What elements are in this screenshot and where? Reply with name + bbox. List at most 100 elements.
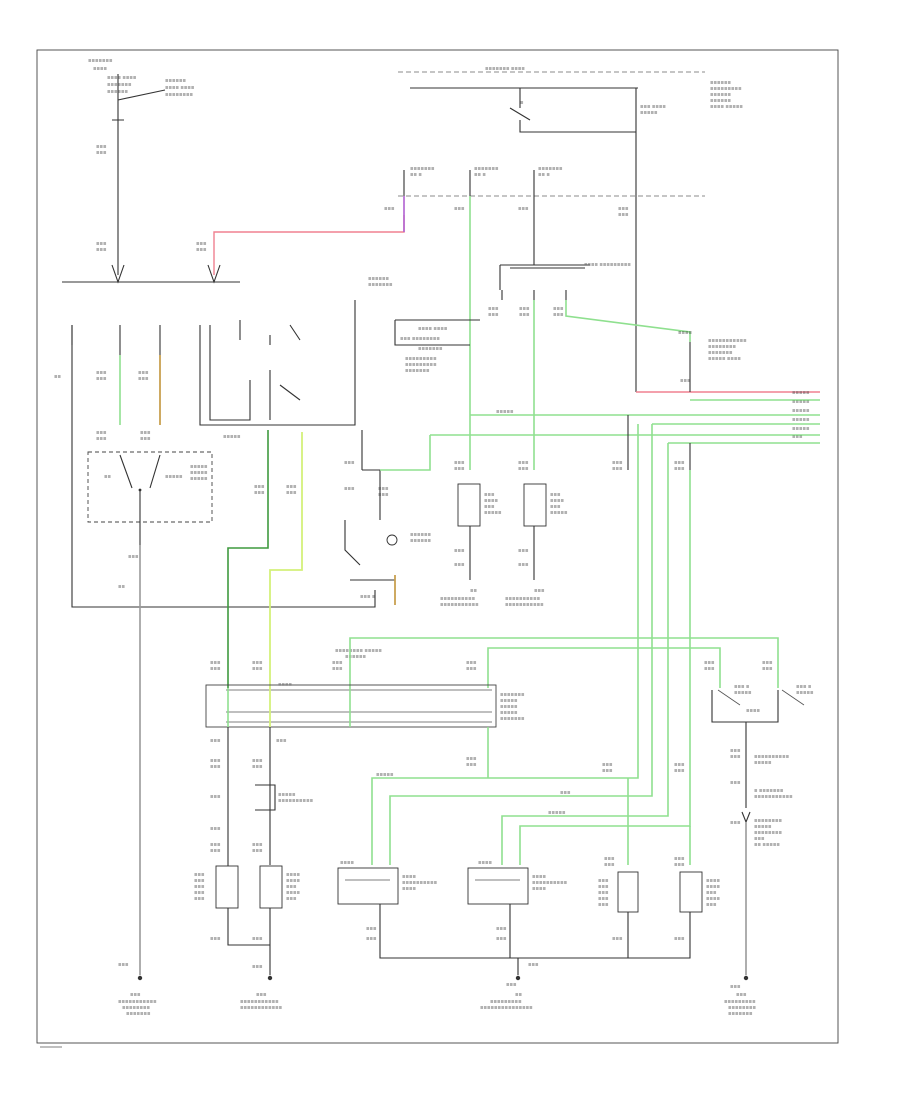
svg-text:≡≡≡≡≡≡≡≡: ≡≡≡≡≡≡≡≡ (728, 1005, 757, 1010)
svg-text:≡≡≡≡≡≡≡: ≡≡≡≡≡≡≡ (126, 1011, 151, 1016)
rear-turn-lamps-left: ≡≡≡ ≡≡≡ ≡≡≡ ≡≡≡ ≡≡≡ ≡≡≡≡ ≡≡≡≡ ≡≡≡ ≡≡≡≡ ≡… (194, 865, 301, 975)
svg-text:≡≡≡≡: ≡≡≡≡ (340, 860, 355, 865)
svg-text:≡≡≡: ≡≡≡ (762, 666, 773, 671)
svg-text:≡≡≡: ≡≡≡ (332, 666, 343, 671)
svg-text:≡≡≡≡≡≡≡≡: ≡≡≡≡≡≡≡≡ (165, 92, 194, 97)
svg-text:≡≡≡≡≡≡≡≡≡≡: ≡≡≡≡≡≡≡≡≡≡ (402, 880, 438, 885)
svg-text:≡≡≡: ≡≡≡ (252, 660, 263, 665)
svg-text:≡≡≡≡: ≡≡≡≡ (93, 66, 108, 71)
svg-text:≡≡≡: ≡≡≡ (196, 241, 207, 246)
svg-text:≡≡≡: ≡≡≡ (210, 738, 221, 743)
svg-text:≡≡≡≡: ≡≡≡≡ (402, 886, 417, 891)
svg-text:≡≡: ≡≡ (54, 374, 62, 379)
svg-text:≡≡≡: ≡≡≡ (674, 862, 685, 867)
svg-text:≡≡≡: ≡≡≡ (706, 890, 717, 895)
svg-text:≡≡≡: ≡≡≡ (618, 212, 629, 217)
svg-text:≡≡≡: ≡≡≡ (612, 466, 623, 471)
svg-text:≡≡≡: ≡≡≡ (674, 762, 685, 767)
svg-text:≡≡≡≡≡≡≡: ≡≡≡≡≡≡≡ (88, 58, 113, 63)
ground-mid-left: ≡≡≡ ≡≡≡≡≡≡≡≡≡≡≡ ≡≡≡≡≡≡≡≡≡≡≡≡ (240, 975, 283, 1010)
svg-text:≡≡ ≡: ≡≡ ≡ (474, 172, 486, 177)
svg-text:≡≡≡: ≡≡≡ (194, 890, 205, 895)
svg-text:≡≡≡≡≡: ≡≡≡≡≡ (550, 510, 568, 515)
svg-text:≡≡≡: ≡≡≡ (496, 926, 507, 931)
svg-text:≡≡≡: ≡≡≡ (518, 466, 529, 471)
svg-text:≡≡≡: ≡≡≡ (210, 666, 221, 671)
svg-text:≡≡≡: ≡≡≡ (96, 436, 107, 441)
svg-text:≡≡≡≡≡≡≡≡≡≡≡: ≡≡≡≡≡≡≡≡≡≡≡ (505, 602, 544, 607)
svg-text:≡≡≡: ≡≡≡ (598, 884, 609, 889)
svg-text:≡≡≡ ≡: ≡≡≡ ≡ (734, 684, 750, 689)
hazard-switch: ≡≡≡ ≡≡≡ ≡≡≡ ≡≡≡ ≡≡≡≡≡≡ ≡≡≡≡≡≡ ≡≡≡ ≡ (344, 430, 432, 605)
svg-text:≡≡≡: ≡≡≡ (194, 896, 205, 901)
svg-text:≡≡≡: ≡≡≡ (466, 762, 477, 767)
svg-text:≡≡≡: ≡≡≡ (210, 936, 221, 941)
svg-text:≡≡≡≡≡≡≡: ≡≡≡≡≡≡≡ (410, 166, 435, 171)
svg-text:≡≡≡: ≡≡≡ (604, 862, 615, 867)
rear-side-lamps: ≡≡≡ ≡≡≡ ≡≡≡ ≡≡≡ ≡≡≡ ≡≡≡ ≡≡≡ ≡≡≡ ≡≡≡ ≡≡≡≡… (598, 778, 721, 959)
svg-text:≡≡≡: ≡≡≡ (252, 842, 263, 847)
svg-text:≡≡≡≡: ≡≡≡≡ (706, 884, 721, 889)
svg-text:≡≡≡≡≡≡≡: ≡≡≡≡≡≡≡ (708, 350, 733, 355)
svg-text:≡≡≡: ≡≡≡ (736, 992, 747, 997)
svg-text:≡≡≡: ≡≡≡ (96, 247, 107, 252)
svg-text:≡≡≡≡≡: ≡≡≡≡≡ (223, 434, 241, 439)
svg-text:≡≡≡≡≡≡≡≡≡≡≡: ≡≡≡≡≡≡≡≡≡≡≡ (440, 602, 479, 607)
svg-text:≡≡≡: ≡≡≡ (550, 504, 561, 509)
svg-text:≡≡≡: ≡≡≡ (706, 902, 717, 907)
svg-text:≡≡≡: ≡≡≡ (674, 460, 685, 465)
svg-text:≡≡≡: ≡≡≡ (252, 764, 263, 769)
svg-text:≡≡≡: ≡≡≡ (96, 376, 107, 381)
svg-text:≡≡≡≡≡: ≡≡≡≡≡ (500, 704, 518, 709)
svg-text:≡≡≡≡≡: ≡≡≡≡≡ (484, 510, 502, 515)
svg-text:≡≡≡: ≡≡≡ (138, 370, 149, 375)
svg-text:≡≡≡: ≡≡≡ (730, 780, 741, 785)
svg-text:≡≡≡: ≡≡≡ (466, 660, 477, 665)
svg-text:≡≡≡≡≡: ≡≡≡≡≡ (190, 464, 208, 469)
svg-text:≡≡≡≡: ≡≡≡≡ (478, 860, 493, 865)
svg-text:≡≡≡≡≡: ≡≡≡≡≡ (792, 417, 810, 422)
svg-text:≡≡≡: ≡≡≡ (730, 984, 741, 989)
svg-text:≡≡≡: ≡≡≡ (286, 490, 297, 495)
svg-text:≡≡: ≡≡ (515, 992, 523, 997)
svg-text:≡≡≡: ≡≡≡ (344, 460, 355, 465)
wire-yellowgreen-left (269, 432, 303, 688)
svg-text:≡≡≡≡≡≡≡≡≡≡≡: ≡≡≡≡≡≡≡≡≡≡≡ (240, 999, 279, 1004)
ground-mid-right: ≡≡≡ ≡≡ ≡≡≡≡≡≡≡≡≡ ≡≡≡≡≡≡≡≡≡≡≡≡≡≡≡ (480, 975, 533, 1010)
svg-text:≡≡≡: ≡≡≡ (252, 666, 263, 671)
svg-text:≡ ≡≡≡≡≡≡≡: ≡ ≡≡≡≡≡≡≡ (754, 788, 784, 793)
svg-text:≡≡≡: ≡≡≡ (286, 484, 297, 489)
svg-text:≡≡≡≡≡: ≡≡≡≡≡ (190, 470, 208, 475)
ground-left: ≡≡≡ ≡≡≡ ≡≡≡≡≡≡≡≡≡≡≡ ≡≡≡≡≡≡≡≡ ≡≡≡≡≡≡≡ (118, 962, 157, 1016)
svg-text:≡≡≡≡≡: ≡≡≡≡≡ (640, 110, 658, 115)
svg-text:≡≡≡≡≡≡≡: ≡≡≡≡≡≡≡ (405, 368, 430, 373)
svg-text:≡≡≡: ≡≡≡ (194, 884, 205, 889)
svg-text:≡≡≡: ≡≡≡ (252, 848, 263, 853)
svg-text:≡≡≡≡≡: ≡≡≡≡≡ (278, 792, 296, 797)
svg-text:≡≡≡≡≡≡≡≡≡: ≡≡≡≡≡≡≡≡≡ (405, 356, 437, 361)
svg-text:≡≡≡≡: ≡≡≡≡ (678, 330, 693, 335)
svg-text:≡≡≡: ≡≡≡ (210, 848, 221, 853)
svg-text:≡≡≡: ≡≡≡ (792, 434, 803, 439)
svg-text:≡≡≡≡≡≡≡≡≡≡≡≡≡≡≡: ≡≡≡≡≡≡≡≡≡≡≡≡≡≡≡ (480, 1005, 533, 1010)
svg-text:≡≡≡: ≡≡≡ (560, 790, 571, 795)
svg-text:≡≡≡ ≡≡≡≡: ≡≡≡ ≡≡≡≡ (640, 104, 666, 109)
svg-text:≡≡≡≡≡: ≡≡≡≡≡ (792, 426, 810, 431)
wire-green-comb-2 (389, 424, 653, 865)
front-turn-lamps: ≡≡≡ ≡≡≡ ≡≡≡ ≡≡≡ ≡≡≡ ≡≡≡≡ ≡≡≡ ≡≡≡≡≡ ≡≡≡ ≡… (440, 460, 568, 607)
svg-text:≡≡≡: ≡≡≡ (210, 660, 221, 665)
svg-text:≡≡≡: ≡≡≡ (518, 206, 529, 211)
svg-text:≡≡≡≡: ≡≡≡≡ (532, 874, 547, 879)
svg-text:≡≡≡≡≡≡≡: ≡≡≡≡≡≡≡ (107, 82, 132, 87)
svg-text:≡≡≡: ≡≡≡ (128, 554, 139, 559)
fuse-box-section: ≡≡≡≡≡≡≡ ≡≡≡≡ ≡ ≡≡≡ ≡≡≡≡ ≡≡≡≡≡ ≡≡≡≡≡≡ ≡≡≡… (384, 66, 743, 217)
svg-text:≡≡≡: ≡≡≡ (704, 660, 715, 665)
svg-text:≡≡≡≡≡≡≡≡: ≡≡≡≡≡≡≡≡ (122, 1005, 151, 1010)
svg-text:≡≡≡: ≡≡≡ (384, 206, 395, 211)
svg-text:≡≡≡: ≡≡≡ (96, 370, 107, 375)
svg-text:≡≡≡: ≡≡≡ (674, 466, 685, 471)
svg-text:≡≡≡: ≡≡≡ (378, 486, 389, 491)
svg-text:≡≡≡: ≡≡≡ (612, 460, 623, 465)
svg-text:≡≡≡: ≡≡≡ (210, 826, 221, 831)
svg-text:≡≡≡≡≡≡≡: ≡≡≡≡≡≡≡ (368, 282, 393, 287)
